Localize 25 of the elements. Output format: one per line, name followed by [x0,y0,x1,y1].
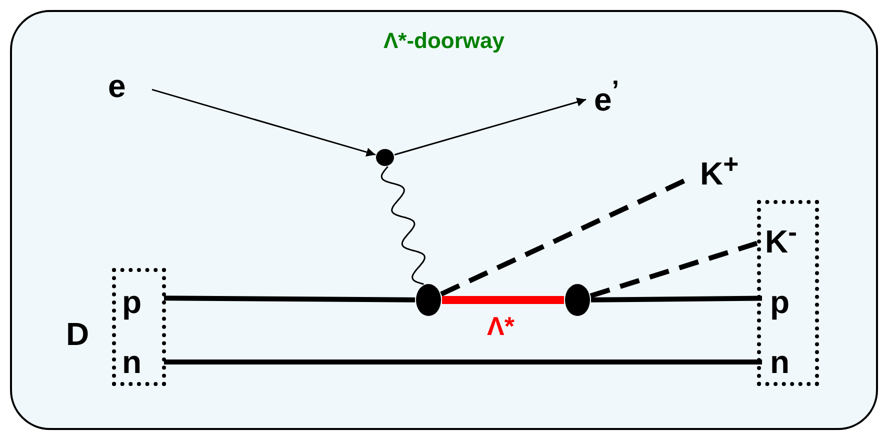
dashed-line [590,240,758,298]
particle-label: K$^{-}$ [765,214,815,254]
line [164,296,416,302]
arrow [152,88,376,157]
particle-label: e [108,68,144,106]
particle-label: n [770,344,806,382]
arrow [394,98,586,156]
vertex-dot [416,284,441,316]
vertex-dot [565,284,590,316]
particle-label: K$^{+}$ [700,146,756,186]
panel-title: Λ*-doorway [383,28,505,53]
diagram-panel [10,10,878,430]
particle-label: D [66,316,90,352]
line [442,296,564,304]
dotted-box [112,268,166,386]
wavy-line [380,166,426,285]
dotted-box [757,200,819,386]
vertex-dot [376,149,394,166]
edge-label: Λ* [487,312,514,340]
line [590,296,762,302]
particle-label: p [770,284,806,322]
line [164,360,762,364]
particle-label: e$^{’}$ [594,72,638,110]
particle-label: p [122,284,156,322]
particle-label: n [122,344,156,382]
